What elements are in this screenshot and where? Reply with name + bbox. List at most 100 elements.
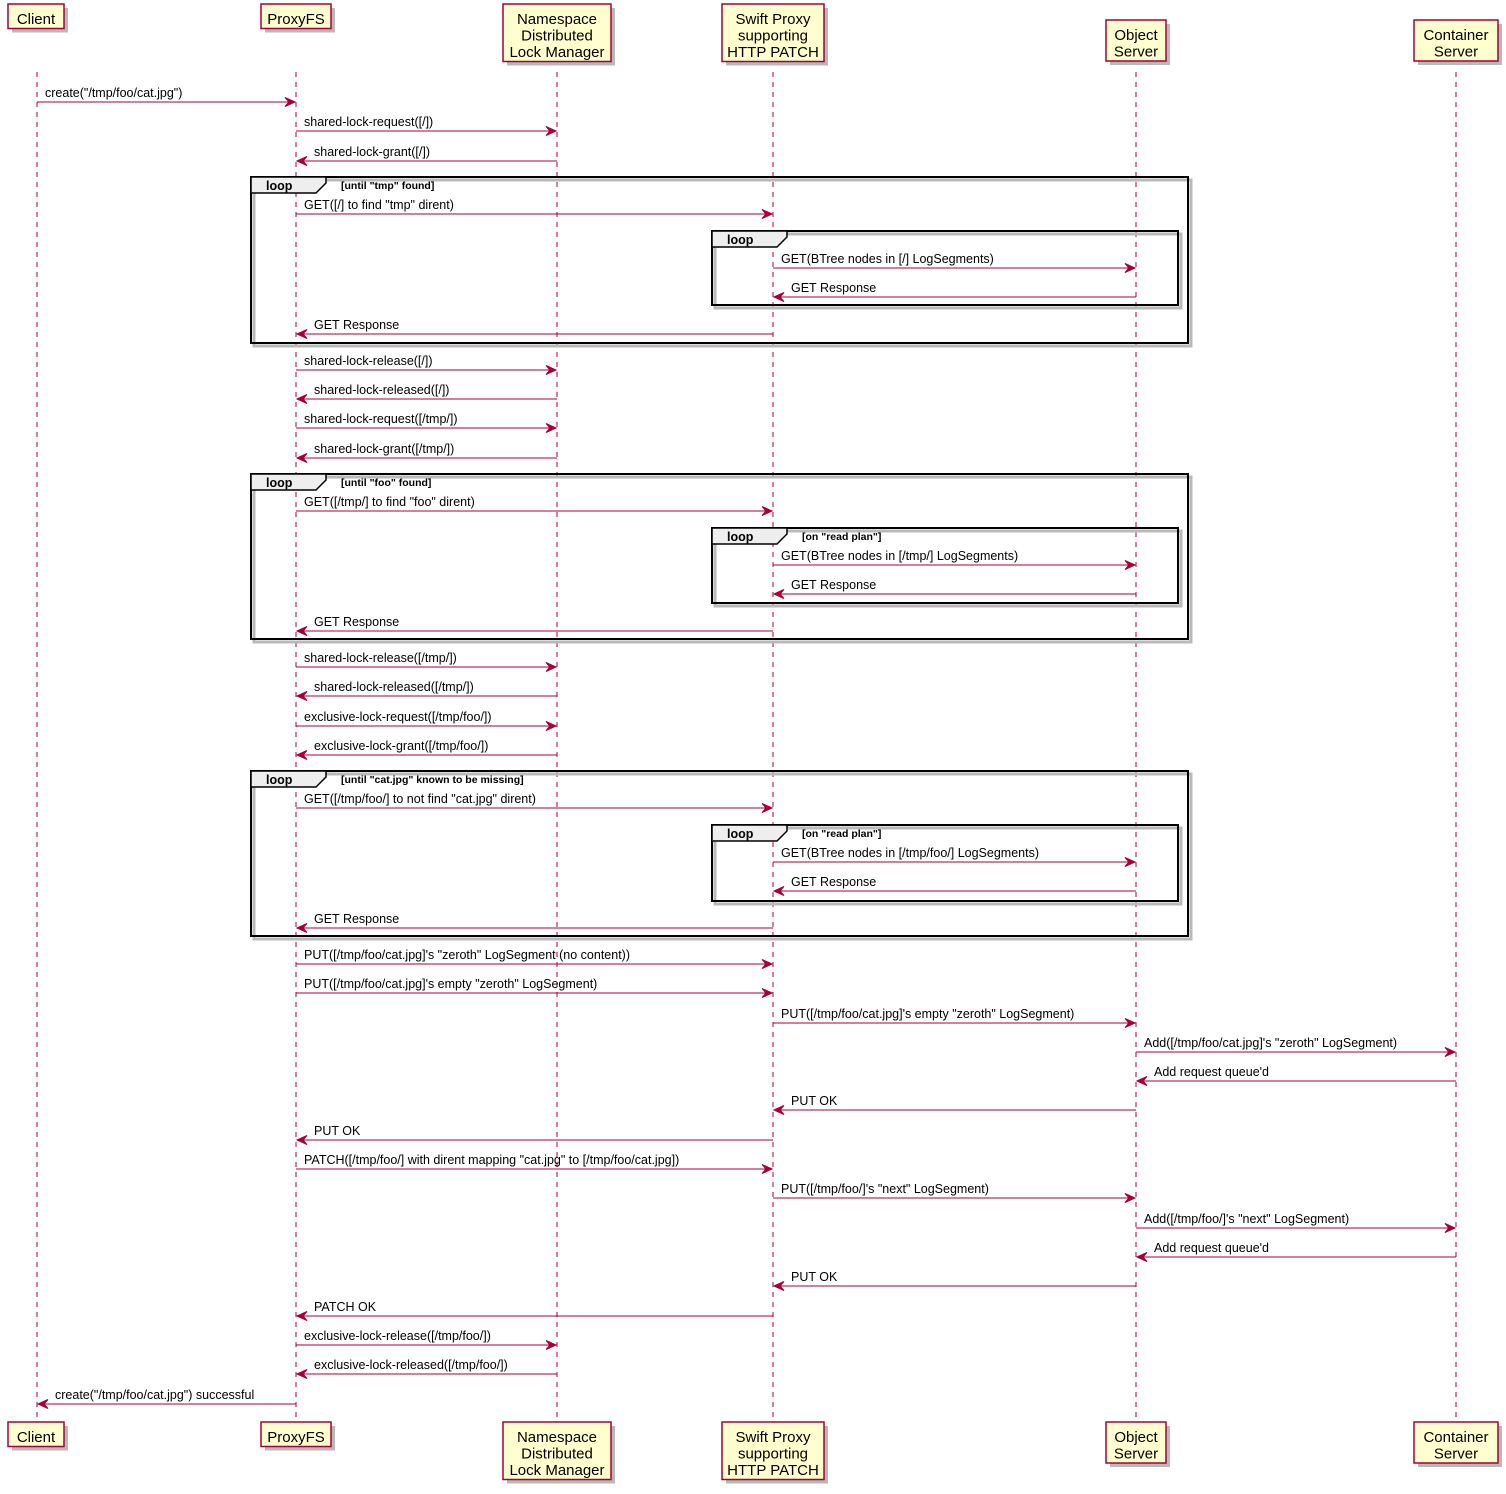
message-label: PUT([/tmp/foo/cat.jpg]'s empty "zeroth" … [781,1007,1074,1021]
message-label: shared-lock-request([/tmp/]) [304,412,458,426]
message-swift-to-proxyfs: PATCH OK [295,1300,773,1321]
message-arrowhead [295,626,308,636]
message-arrowhead [761,506,774,516]
message-arrowhead [772,1281,785,1291]
message-object-to-container: Add([/tmp/foo/]'s "next" LogSegment) [1136,1212,1457,1233]
participant-label: Container [1423,27,1488,44]
participant-box [260,1421,332,1448]
message-arrowhead [545,721,558,731]
message-arrowhead [772,589,785,599]
message-label: GET([/tmp/foo/] to not find "cat.jpg" di… [304,792,536,806]
message-swift-to-proxyfs: PUT OK [295,1124,773,1145]
frame-tab [250,473,327,491]
message-arrowhead [761,988,774,998]
message-arrowhead [545,1340,558,1350]
message-proxyfs-to-ndlm: shared-lock-request([/tmp/]) [296,412,558,433]
message-label: shared-lock-grant([/]) [314,145,430,159]
message-arrowhead [772,292,785,302]
participant-label: Lock Manager [509,1462,604,1479]
message-arrowhead [1444,1047,1457,1057]
frame-border [250,176,1189,344]
participant-label: ProxyFS [267,1429,325,1446]
message-proxyfs-to-ndlm: exclusive-lock-release([/tmp/foo/]) [296,1329,558,1350]
loop-frame: loop[on "read plan"] [711,527,1183,608]
message-swift-to-object: PUT([/tmp/foo/cat.jpg]'s empty "zeroth" … [773,1007,1137,1028]
message-label: PUT([/tmp/foo/]'s "next" LogSegment) [781,1182,989,1196]
message-label: shared-lock-released([/tmp/]) [314,680,474,694]
participant-box [260,3,332,30]
message-label: GET Response [314,912,399,926]
message-arrowhead [36,1399,49,1409]
participant-label: supporting [738,28,808,45]
message-label: GET(BTree nodes in [/tmp/] LogSegments) [781,549,1018,563]
message-label: GET(BTree nodes in [/tmp/foo/] LogSegmen… [781,846,1039,860]
frame-guard: [until "foo" found] [341,477,431,489]
message-swift-to-object: GET(BTree nodes in [/] LogSegments) [773,252,1137,273]
message-proxyfs-to-swift: GET([/tmp/] to find "foo" dirent) [296,495,774,516]
participant-box [1105,1421,1167,1464]
participant-box [502,1421,612,1481]
frame-border [711,230,1179,306]
message-object-to-swift: GET Response [772,875,1136,896]
message-label: GET Response [791,875,876,889]
message-arrowhead [1135,1252,1148,1262]
message-label: exclusive-lock-request([/tmp/foo/]) [304,710,492,724]
message-ndlm-to-proxyfs: shared-lock-released([/tmp/]) [295,680,557,701]
participant-client-top: Client [7,3,68,33]
message-ndlm-to-proxyfs: exclusive-lock-grant([/tmp/foo/]) [295,739,557,760]
frame-tab [250,176,327,194]
message-swift-to-object: GET(BTree nodes in [/tmp/] LogSegments) [773,549,1137,570]
message-object-to-swift: PUT OK [772,1094,1136,1115]
message-label: shared-lock-request([/]) [304,115,433,129]
message-proxyfs-to-ndlm: exclusive-lock-request([/tmp/foo/]) [296,710,558,731]
message-proxyfs-to-swift: GET([/] to find "tmp" dirent) [296,198,774,219]
participant-label: Object [1114,27,1158,44]
frame-guard: [on "read plan"] [802,531,881,543]
message-arrowhead [761,959,774,969]
participant-label: Swift Proxy [735,1429,811,1446]
participant-box [7,1421,65,1448]
message-swift-to-proxyfs: GET Response [295,615,773,636]
message-label: GET Response [314,318,399,332]
message-label: GET([/] to find "tmp" dirent) [304,198,454,212]
participant-box [1413,19,1499,62]
message-label: PUT([/tmp/foo/cat.jpg]'s "zeroth" LogSeg… [304,948,630,962]
participant-label: HTTP PATCH [727,44,819,61]
message-proxyfs-to-ndlm: shared-lock-request([/]) [296,115,558,136]
frame-keyword: loop [266,179,293,193]
frame-shadow [713,529,1183,608]
participant-label: Server [1434,44,1478,61]
participant-label: Distributed [521,28,593,45]
frame-keyword: loop [727,827,754,841]
message-proxyfs-to-client: create("/tmp/foo/cat.jpg") successful [36,1388,296,1409]
message-arrowhead [1124,263,1137,273]
message-arrowhead [295,156,308,166]
participant-label: supporting [738,1446,808,1463]
participant-label: Client [17,1429,56,1446]
message-arrowhead [295,1135,308,1145]
frame-tab [711,230,788,248]
message-label: PUT OK [314,1124,361,1138]
message-object-to-swift: PUT OK [772,1270,1136,1291]
message-arrowhead [1135,1076,1148,1086]
frame-shadow [713,826,1183,906]
frame-guard: [until "cat.jpg" known to be missing] [341,774,524,786]
message-arrowhead [295,923,308,933]
frame-shadow [252,178,1193,348]
message-arrowhead [295,691,308,701]
participant-label: Object [1114,1429,1158,1446]
message-arrowhead [761,803,774,813]
participant-box [721,3,825,63]
participant-label: HTTP PATCH [727,1462,819,1479]
message-label: create("/tmp/foo/cat.jpg") [45,86,182,100]
participant-label: Swift Proxy [735,11,811,28]
message-arrowhead [295,329,308,339]
message-ndlm-to-proxyfs: shared-lock-released([/]) [295,383,557,404]
message-arrowhead [295,453,308,463]
